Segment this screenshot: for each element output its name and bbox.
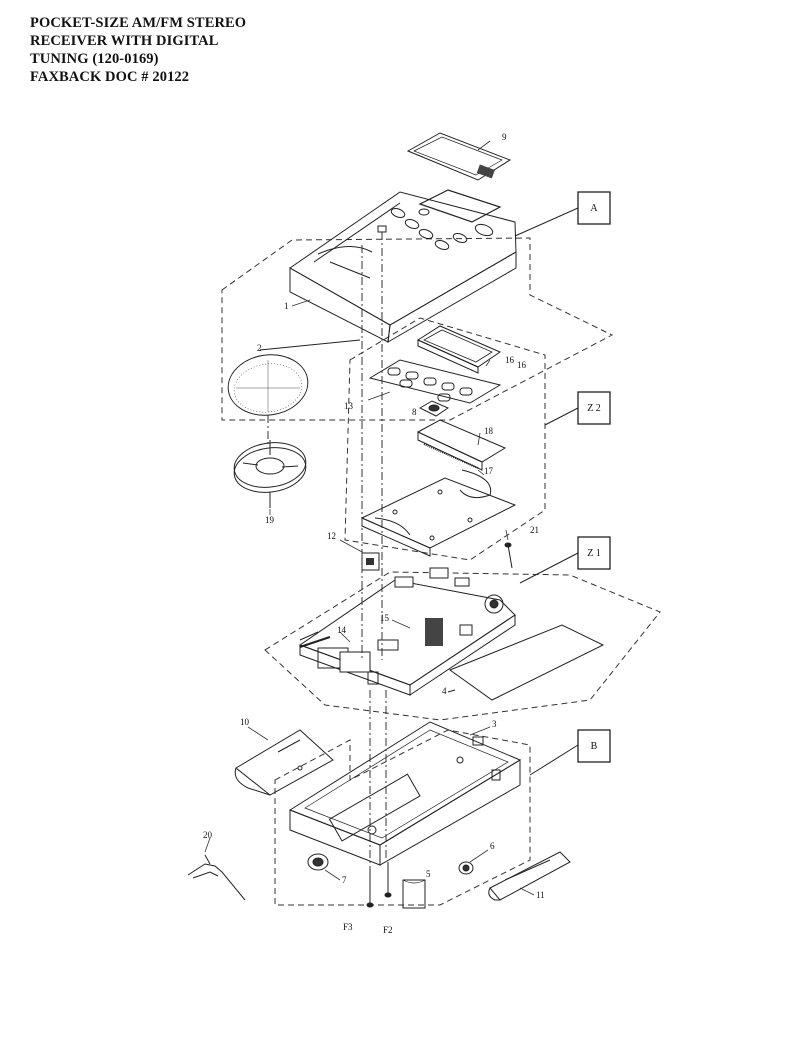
part-2-speaker-grille	[227, 339, 361, 416]
callout-15: 15	[380, 613, 390, 623]
reference-box-z2: Z 2	[577, 391, 611, 425]
callout-20: 20	[203, 830, 213, 840]
part-8-small-part	[418, 400, 450, 417]
callout-14: 14	[337, 625, 347, 635]
part-16-lcd	[416, 325, 502, 374]
reference-box-b-label: B	[591, 741, 598, 752]
reference-box-a-label: A	[590, 203, 598, 214]
group-outline-z2	[344, 317, 546, 561]
screw-f2	[384, 862, 392, 898]
callout-1: 1	[284, 301, 289, 311]
part-17-ribbon-board	[360, 469, 517, 557]
callout-16b: 16	[517, 360, 527, 370]
group-outline-b	[274, 729, 531, 906]
reference-box-b: B	[577, 729, 611, 763]
callout-8: 8	[412, 407, 417, 417]
callout-16: 16	[505, 355, 515, 365]
part-1-front-housing	[289, 189, 517, 343]
callout-7: 7	[342, 875, 347, 885]
callout-21: 21	[530, 525, 539, 535]
alignment-lines	[267, 232, 387, 870]
part-13-keypad	[368, 359, 502, 404]
callout-19: 19	[265, 515, 275, 525]
callout-4: 4	[442, 686, 447, 696]
callout-f3: F3	[343, 922, 353, 932]
callout-12: 12	[327, 531, 336, 541]
reference-box-z2-label: Z 2	[587, 403, 601, 414]
header-line-2: RECEIVER WITH DIGITAL	[30, 33, 219, 49]
part-12-small-part	[361, 552, 380, 571]
callout-5: 5	[426, 869, 431, 879]
callout-18: 18	[484, 426, 494, 436]
callout-10: 10	[240, 717, 250, 727]
callout-6: 6	[490, 841, 495, 851]
screw-f3	[366, 868, 374, 908]
callout-3: 3	[492, 719, 497, 729]
part-6-knob	[458, 861, 474, 875]
callout-11: 11	[536, 890, 545, 900]
callout-9: 9	[502, 132, 507, 142]
callout-f2: F2	[383, 925, 393, 935]
part-5-tab	[402, 879, 426, 909]
box-leader-lines	[514, 207, 579, 776]
part-19-speaker	[233, 440, 307, 508]
part-4-shield-plate	[447, 624, 605, 701]
group-outline-z1	[264, 571, 661, 721]
part-21-screw	[504, 542, 513, 569]
reference-box-z1-label: Z 1	[587, 548, 601, 559]
part-3-rear-housing	[288, 721, 522, 866]
part-9-lens	[406, 132, 512, 181]
header-line-4: FAXBACK DOC # 20122	[30, 69, 190, 85]
part-7-knob	[307, 853, 329, 871]
reference-box-a: A	[577, 191, 611, 225]
part-20-earphone-clip	[187, 854, 246, 901]
part-10-battery-door	[234, 729, 334, 796]
callout-labels: 9 1 2 16 16 13 8 18 17 19 12 21 15 14 4 …	[203, 132, 545, 935]
part-18-lcd-board	[416, 419, 507, 471]
header-line-1: POCKET-SIZE AM/FM STEREO	[30, 15, 247, 31]
document-header: POCKET-SIZE AM/FM STEREO RECEIVER WITH D…	[30, 14, 246, 86]
group-outline-a	[221, 237, 614, 421]
header-line-3: TUNING (120-0169)	[30, 51, 159, 67]
callout-leaders	[204, 140, 535, 896]
reference-box-z1: Z 1	[577, 536, 611, 570]
callout-13: 13	[344, 401, 354, 411]
callout-2: 2	[257, 343, 262, 353]
callout-17: 17	[484, 466, 494, 476]
part-11-belt-clip	[488, 851, 571, 901]
part-15-main-pcb	[298, 567, 516, 696]
